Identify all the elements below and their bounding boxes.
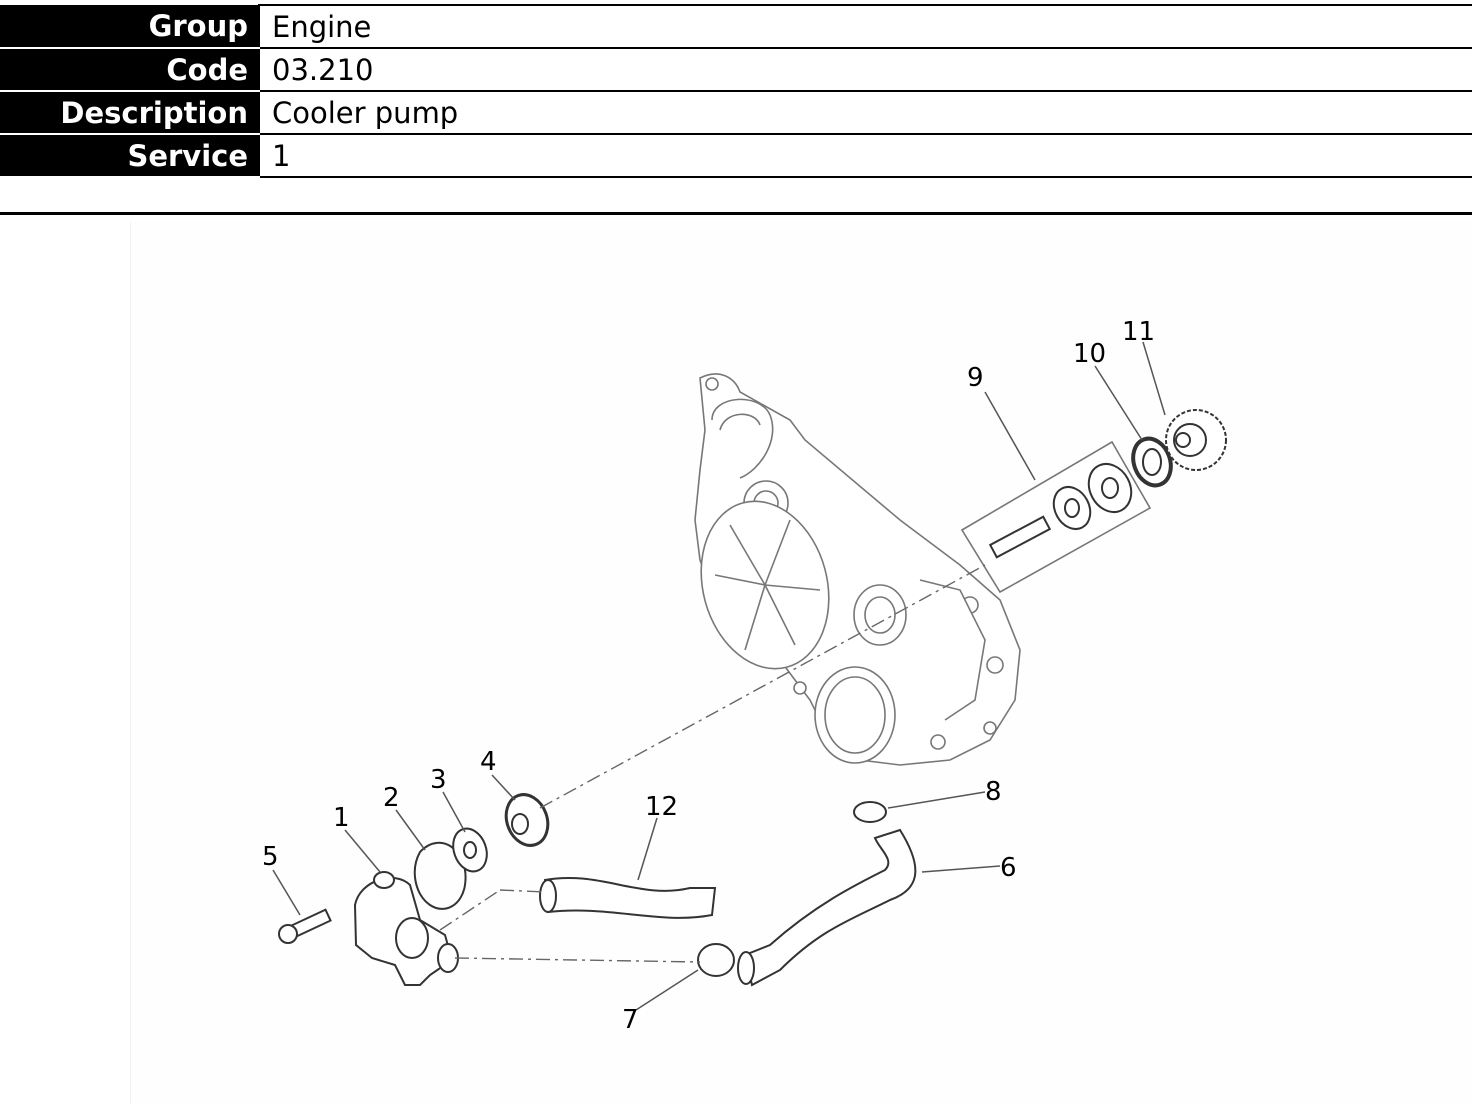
callout-11: 11 <box>1122 317 1155 347</box>
group-label: Group <box>0 5 259 49</box>
engine-cover-drawing <box>694 373 1021 766</box>
callout-1: 1 <box>333 803 350 833</box>
service-value: 1 <box>258 133 1472 178</box>
callout-4: 4 <box>480 747 497 777</box>
group-value: Engine <box>258 4 1472 49</box>
code-label: Code <box>0 48 259 92</box>
callout-2: 2 <box>383 783 400 813</box>
header-separator <box>0 212 1472 215</box>
callout-6: 6 <box>1000 853 1017 883</box>
callout-10: 10 <box>1073 339 1106 369</box>
alignment-lines <box>439 564 986 963</box>
callout-3: 3 <box>430 765 447 795</box>
callout-8: 8 <box>985 777 1002 807</box>
shaft-assembly-drawing <box>960 440 1152 594</box>
info-row-group: Group Engine <box>0 4 1472 49</box>
code-value: 03.210 <box>258 47 1472 92</box>
pump-parts-drawing <box>278 793 917 987</box>
info-table: Group Engine Code 03.210 Description Coo… <box>0 4 1472 178</box>
service-label: Service <box>0 134 259 178</box>
callout-5: 5 <box>262 842 279 872</box>
info-row-code: Code 03.210 <box>0 47 1472 92</box>
leader-lines <box>272 341 1166 1011</box>
callout-7: 7 <box>622 1005 639 1035</box>
callout-9: 9 <box>967 363 984 393</box>
callout-labels: 1 2 3 4 5 6 7 8 9 10 11 12 <box>262 317 1155 1035</box>
description-value: Cooler pump <box>258 90 1472 135</box>
description-label: Description <box>0 91 259 135</box>
seal-and-gear-drawing <box>1131 409 1227 488</box>
info-row-description: Description Cooler pump <box>0 90 1472 135</box>
info-row-service: Service 1 <box>0 133 1472 178</box>
callout-12: 12 <box>645 792 678 822</box>
